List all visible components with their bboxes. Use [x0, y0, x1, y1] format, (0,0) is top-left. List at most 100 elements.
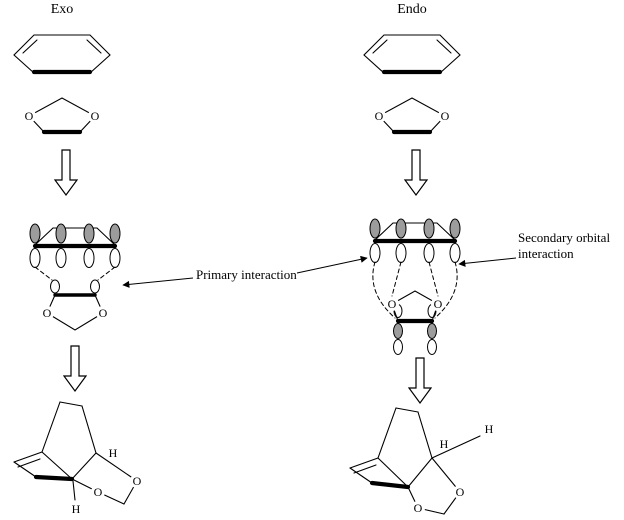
endo-column-title: Endo — [397, 2, 427, 17]
oxygen-label: O — [434, 297, 443, 311]
exo-reaction-arrow-2 — [62, 345, 88, 393]
bond — [72, 480, 76, 501]
hydrogen-label: H — [440, 437, 449, 451]
bond — [407, 457, 433, 488]
orbital-lobe-shaded — [369, 218, 381, 239]
bold-front-bond — [33, 474, 75, 482]
bond — [395, 407, 419, 413]
orbital-lobe-unshaded — [427, 339, 437, 355]
orbital-lobe-unshaded — [369, 243, 381, 263]
endo-diene — [363, 34, 461, 75]
endo-dienophile: O O — [372, 97, 452, 135]
bond — [13, 461, 37, 478]
primary-interaction-arrow-left — [122, 277, 194, 288]
orbital-lobe-unshaded — [109, 248, 121, 268]
orbital-lobe-shaded — [395, 218, 407, 239]
bond — [377, 407, 397, 459]
orbital-lobe-unshaded — [50, 279, 60, 294]
bond — [431, 457, 461, 493]
bond — [59, 401, 83, 407]
double-bond-inner — [86, 39, 102, 54]
secondary-orbital-interaction-label: Secondary orbital interaction — [518, 230, 611, 261]
atom-halo — [453, 485, 467, 499]
double-bond-inner — [372, 39, 388, 54]
endo-product: O O H H — [349, 407, 494, 515]
atom-halo — [96, 306, 110, 320]
oxygen-label: O — [91, 109, 100, 123]
orbital-lobe-unshaded — [55, 248, 67, 268]
orbital-lobe-shaded — [83, 223, 95, 244]
endo-reaction-arrow-1 — [403, 149, 429, 197]
primary-interaction-dash — [34, 266, 53, 281]
bond — [41, 451, 73, 480]
orbital-lobe-shaded — [29, 223, 41, 244]
bond — [95, 452, 138, 482]
hydrogen-label: H — [109, 446, 118, 460]
oxygen-label: O — [133, 474, 142, 488]
orbital-lobe-unshaded — [423, 243, 435, 263]
diene-back-bridge — [34, 227, 116, 246]
bond — [417, 411, 433, 459]
secondary-interaction-arrow — [458, 257, 517, 267]
exo-column-title: Exo — [50, 2, 74, 17]
orbital-lobe-unshaded — [90, 279, 100, 294]
endo-transition-state: O O — [369, 218, 461, 355]
orbital-lobe-unshaded — [83, 248, 95, 268]
oxygen-label: O — [43, 306, 52, 320]
double-bond-outer — [13, 451, 43, 463]
ring-bond — [46, 294, 104, 331]
bond — [81, 405, 97, 454]
exo-reaction-arrow-1 — [53, 149, 79, 197]
oxygen-label: O — [25, 109, 34, 123]
bond — [377, 457, 409, 488]
oxygen-label: O — [99, 306, 108, 320]
secondary-interaction-dash — [391, 261, 402, 297]
atom-halo — [431, 297, 445, 311]
exo-product: O O H H — [13, 401, 144, 516]
oxygen-label: O — [456, 485, 465, 499]
atom-halo — [438, 109, 452, 123]
oxygen-label: O — [94, 485, 103, 499]
orbital-lobe-shaded — [427, 323, 437, 339]
bond — [71, 452, 97, 480]
orbital-lobe-shaded — [423, 218, 435, 239]
bond — [431, 435, 481, 459]
hydrogen-label: H — [485, 422, 494, 436]
double-bond-inner — [436, 39, 452, 54]
bond — [349, 467, 373, 484]
primary-interaction-label: Primary interaction — [196, 267, 297, 282]
endo-reaction-arrow-2 — [407, 357, 433, 405]
exo-diene — [13, 34, 111, 75]
orbital-lobe-shaded — [393, 323, 403, 339]
primary-interaction-dash — [372, 261, 396, 319]
atom-halo — [22, 109, 36, 123]
primary-interaction-dash — [97, 266, 116, 281]
oxygen-label: O — [414, 501, 423, 515]
primary-interaction-dash — [434, 261, 458, 319]
bold-front-bond — [369, 480, 411, 490]
orbital-lobe-shaded — [55, 223, 67, 244]
orbital-lobe-unshaded — [29, 248, 41, 268]
ring-bond — [13, 34, 111, 74]
hydrogen-label: H — [72, 502, 81, 516]
ring-bond — [28, 97, 96, 133]
atom-halo — [385, 297, 399, 311]
ring-bond — [363, 34, 461, 74]
primary-interaction-arrow-right — [296, 255, 368, 274]
orbital-lobe-unshaded — [395, 243, 407, 263]
orbital-lobe-unshaded — [449, 243, 461, 263]
double-bond-inner — [353, 464, 377, 474]
atom-halo — [372, 109, 386, 123]
diene-back-bridge — [374, 222, 456, 241]
atom-halo — [88, 109, 102, 123]
double-bond-outer — [349, 457, 379, 469]
orbital-lobe-unshaded — [393, 339, 403, 355]
oxygen-label: O — [375, 109, 384, 123]
orbital-lobe-shaded — [109, 223, 121, 244]
orbital-lobe-shaded — [449, 218, 461, 239]
atom-halo — [130, 474, 144, 488]
double-bond-inner — [17, 458, 41, 468]
secondary-interaction-dash — [428, 261, 439, 297]
atom-halo — [411, 501, 425, 515]
